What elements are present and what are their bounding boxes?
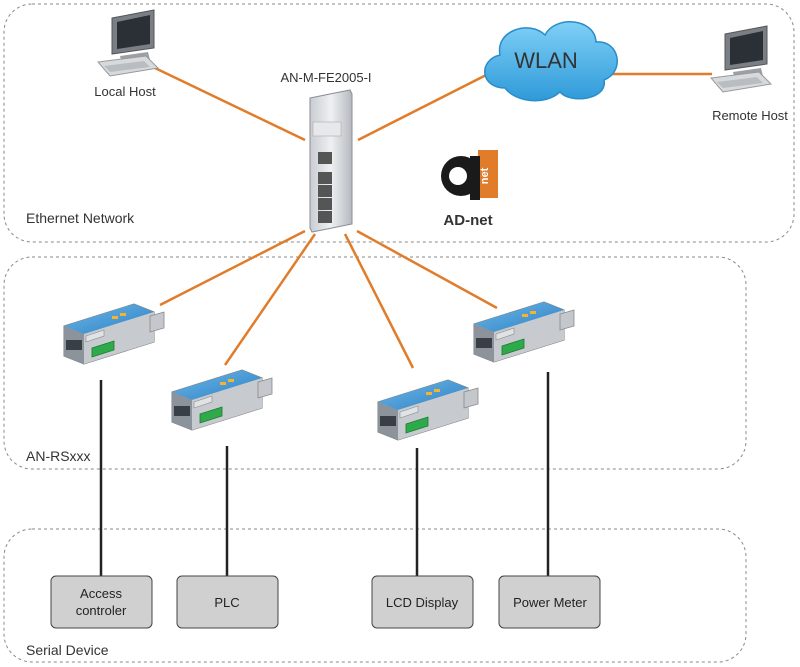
local-host-icon [97,9,159,77]
remote-host-label: Remote Host [712,108,788,123]
link-converter-3 [343,233,415,369]
zone-serial-device [3,528,747,663]
converter-1 [63,303,165,365]
wlan-label: WLAN [514,48,578,73]
zone-ethernet-network [3,3,795,243]
zone-label-ethernet: Ethernet Network [26,210,135,226]
logo-text: AD-net [443,212,492,229]
link-converter-2 [223,233,317,366]
link-converter-1 [159,229,306,307]
device-label-line2: controler [76,603,127,618]
local-host-label: Local Host [94,84,156,99]
logo-tag: net [479,167,491,184]
converter-4 [473,301,575,363]
logo: net [441,150,498,200]
link-wlan [357,66,501,142]
device-plc: PLC [176,575,279,629]
switch-icon [309,89,353,233]
device-power-meter: Power Meter [498,575,601,629]
converter-2 [171,369,273,431]
serial-lines [99,372,550,577]
device-label-line1: Access [80,586,122,601]
device-access-controller: Access controler [50,575,153,629]
device-lcd-display: LCD Display [371,575,474,629]
network-links [154,66,712,369]
zone-label-serial: Serial Device [26,642,109,658]
converter-3 [377,379,479,441]
remote-host-icon [710,25,772,93]
zone-label-rs: AN-RSxxx [26,448,91,464]
device-label: PLC [214,595,239,610]
link-converter-4 [356,229,498,310]
device-label: LCD Display [386,595,459,610]
cloud-icon [484,21,618,102]
link-local-host [154,66,306,142]
zone-an-rsxxx [3,256,747,470]
device-label: Power Meter [513,595,587,610]
switch-label: AN-M-FE2005-I [280,70,371,85]
